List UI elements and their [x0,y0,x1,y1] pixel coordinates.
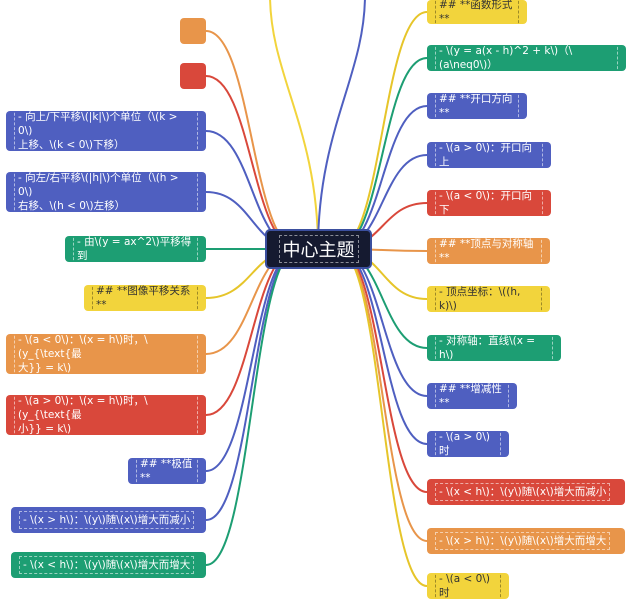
left-node-x-greater-decreasing[interactable]: - \(x > h\)：\(y\)随\(x\)增大而减小 [11,507,206,533]
connector-R1 [337,11,428,250]
central-topic[interactable]: 中心主题 [265,229,372,269]
right-node-x-greater-increasing[interactable]: - \(x > h\)：\(y\)随\(x\)增大而增大 [427,528,625,554]
left-node-x-less-increasing[interactable]: - \(x < h\)：\(y\)随\(x\)增大而增大 [11,552,206,578]
connector-R11 [337,248,428,493]
right-node-opens-up[interactable]: - \(a > 0\)：开口向上 [427,142,551,168]
connector-offscreen-1 [317,0,366,250]
connector-R12 [337,248,428,542]
right-node-vertex-coords[interactable]: - 顶点坐标：\((h, k)\) [427,286,550,312]
right-node-x-less-decreasing[interactable]: - \(x < h\)：\(y\)随\(x\)增大而减小 [427,479,625,505]
right-node-function-form-heading[interactable]: ## **函数形式** [427,0,527,24]
connector-offscreen-0 [269,0,319,250]
right-node-a-negative[interactable]: - \(a < 0\)时 [427,573,509,599]
connector-L2 [205,75,299,250]
right-node-vertex-axis-heading[interactable]: ## **顶点与对称轴** [427,238,550,264]
connector-L1 [205,30,299,250]
connector-L9 [205,248,299,472]
right-node-opens-down[interactable]: - \(a < 0\)：开口向下 [427,190,551,216]
right-node-a-positive[interactable]: - \(a > 0\)时 [427,431,509,457]
connector-R2 [337,57,428,250]
left-node-horizontal-shift[interactable]: - 向左/右平移\(|h|\)个单位（\(h > 0\) 右移、\(h < 0\… [6,172,206,212]
central-topic-label: 中心主题 [278,235,359,263]
right-node-monotonicity-heading[interactable]: ## **增减性** [427,383,517,409]
connector-L10 [205,248,299,521]
left-node-vertical-shift[interactable]: - 向上/下平移\(|k|\)个单位（\(k > 0\) 上移、\(k < 0\… [6,111,206,151]
right-node-opening-heading[interactable]: ## **开口方向** [427,93,527,119]
left-node-orange-empty[interactable] [180,18,206,44]
left-node-red-empty[interactable] [180,63,206,89]
left-node-min-value[interactable]: - \(a > 0\)：\(x = h\)时，\(y_{\text{最 小}} … [6,395,206,435]
left-node-extremum-heading[interactable]: ## **极值** [128,458,206,484]
left-node-max-value[interactable]: - \(a < 0\)：\(x = h\)时，\(y_{\text{最 大}} … [6,334,206,374]
right-node-symmetry-axis[interactable]: - 对称轴：直线\(x = h\) [427,335,561,361]
left-node-translation-heading[interactable]: ## **图像平移关系** [84,285,206,311]
left-node-derived-from[interactable]: - 由\(y = ax^2\)平移得到 [65,236,206,262]
right-node-vertex-formula[interactable]: - \(y = a(x - h)^2 + k\)（\(a\neq0\)） [427,45,626,71]
